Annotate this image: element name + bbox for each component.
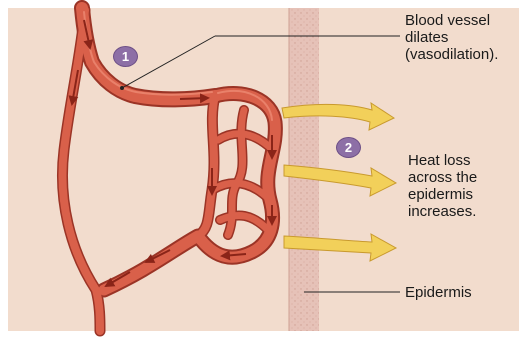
heat-loss-label-line2: across the — [408, 169, 477, 186]
epidermis-label: Epidermis — [405, 284, 472, 301]
heat-loss-label: Heat loss across the epidermis increases… — [408, 152, 477, 220]
vasodilation-label-line2: dilates — [405, 29, 498, 46]
leader-dot-vessel — [120, 86, 124, 90]
heat-loss-label-line4: increases. — [408, 203, 477, 220]
vasodilation-label-line3: (vasodilation). — [405, 46, 498, 63]
step-2-marker: 2 — [336, 137, 361, 158]
vasodilation-label-line1: Blood vessel — [405, 12, 498, 29]
heat-loss-label-line1: Heat loss — [408, 152, 477, 169]
blood-vessels — [62, 8, 275, 331]
heat-loss-label-line3: epidermis — [408, 186, 477, 203]
step-1-marker: 1 — [113, 46, 138, 67]
vasodilation-label: Blood vessel dilates (vasodilation). — [405, 12, 498, 63]
